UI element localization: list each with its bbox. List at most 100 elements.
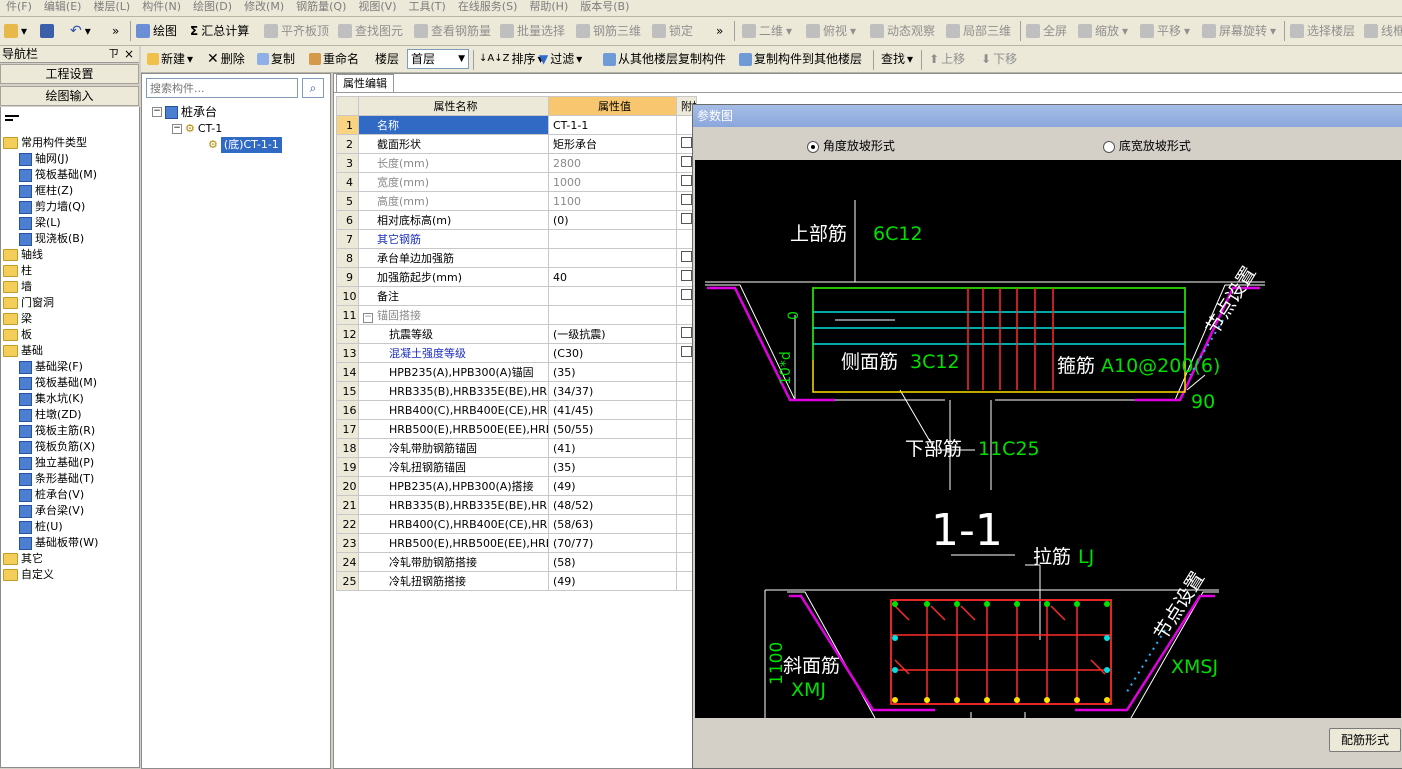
fullscreen-button[interactable]: 全屏 xyxy=(1026,21,1067,41)
toolbar-more[interactable]: » xyxy=(112,24,120,38)
rotate-screen-dropdown[interactable]: 屏幕旋转▾ xyxy=(1202,21,1276,41)
menu-item[interactable]: 编辑(E) xyxy=(43,0,82,13)
menu-item[interactable]: 钢筋量(Q) xyxy=(296,0,347,13)
property-value[interactable]: CT-1-1 xyxy=(548,115,677,135)
property-value[interactable]: (48/52) xyxy=(548,495,677,515)
nav-folder[interactable]: 板 xyxy=(3,327,32,343)
rebar-3d-button[interactable]: 钢筋三维 xyxy=(576,21,641,41)
property-value[interactable]: (50/55) xyxy=(548,419,677,439)
property-value[interactable]: 2800 xyxy=(548,153,677,173)
collapse-box-icon[interactable]: − xyxy=(363,312,373,323)
nav-folder[interactable]: 基础 xyxy=(3,343,43,359)
copy-button[interactable]: 复制 xyxy=(257,50,295,68)
property-value[interactable]: (35) xyxy=(548,457,677,477)
property-value[interactable]: (70/77) xyxy=(548,533,677,553)
nav-folder[interactable]: 门窗洞 xyxy=(3,295,54,311)
property-value[interactable]: 1100 xyxy=(548,191,677,211)
nav-folder[interactable]: 轴线 xyxy=(3,247,43,263)
property-value[interactable]: (0) xyxy=(548,210,677,230)
save-button[interactable] xyxy=(40,21,54,41)
property-value[interactable] xyxy=(548,248,677,268)
copy-to-floor-button[interactable]: 复制构件到其他楼层 xyxy=(739,50,862,68)
nav-folder[interactable]: 墙 xyxy=(3,279,32,295)
property-value[interactable] xyxy=(548,305,677,325)
menu-item[interactable]: 视图(V) xyxy=(358,0,397,13)
close-icon[interactable]: × xyxy=(124,47,135,61)
batch-select-button[interactable]: 批量选择 xyxy=(500,21,565,41)
nav-folder[interactable]: 其它 xyxy=(3,551,43,567)
view-2d-dropdown[interactable]: 二维▾ xyxy=(742,21,792,41)
search-input[interactable] xyxy=(146,78,298,98)
checkbox[interactable] xyxy=(681,346,692,357)
toolbar-more-2[interactable]: » xyxy=(716,24,724,38)
filter-button[interactable]: ▼过滤▾ xyxy=(539,52,583,66)
top-view-dropdown[interactable]: 俯视▾ xyxy=(806,21,856,41)
checkbox[interactable] xyxy=(681,289,692,300)
nav-folder[interactable]: 柱 xyxy=(3,263,32,279)
menu-item[interactable]: 楼层(L) xyxy=(93,0,131,13)
radio-angle-slope[interactable]: 角度放坡形式 xyxy=(807,137,895,154)
extra-checkbox-cell[interactable] xyxy=(676,248,697,268)
checkbox[interactable] xyxy=(681,251,692,262)
open-button[interactable]: ▾ xyxy=(4,21,27,41)
undo-button[interactable]: ↶▾ xyxy=(70,23,91,39)
checkbox[interactable] xyxy=(681,213,692,224)
radio-bottom-width-slope[interactable]: 底宽放坡形式 xyxy=(1103,137,1191,154)
menu-item[interactable]: 件(F) xyxy=(6,0,32,13)
property-value[interactable]: (41) xyxy=(548,438,677,458)
menu-item[interactable]: 工具(T) xyxy=(408,0,446,13)
property-value[interactable]: (41/45) xyxy=(548,400,677,420)
property-value[interactable]: (C30) xyxy=(548,343,677,363)
nav-component-item[interactable]: 筏板基础(M) xyxy=(19,167,97,183)
menu-item[interactable]: 在线服务(S) xyxy=(457,0,518,13)
property-value[interactable]: (35) xyxy=(548,362,677,382)
new-button[interactable]: 新建▾ xyxy=(147,50,193,68)
wireframe-button[interactable]: 线框 xyxy=(1364,21,1402,41)
rebar-form-button[interactable]: 配筋形式 xyxy=(1329,728,1401,752)
property-value[interactable]: 40 xyxy=(548,267,677,287)
menu-item[interactable]: 构件(N) xyxy=(142,0,181,13)
flat-slab-top-button[interactable]: 平齐板顶 xyxy=(264,21,329,41)
nav-component-item[interactable]: 桩承台(V) xyxy=(19,487,84,503)
property-value[interactable]: 1000 xyxy=(548,172,677,192)
tab-property-edit[interactable]: 属性编辑 xyxy=(336,74,394,93)
dynamic-view-button[interactable]: 动态观察 xyxy=(870,21,935,41)
checkbox[interactable] xyxy=(681,175,692,186)
checkbox[interactable] xyxy=(681,156,692,167)
property-value[interactable]: (58) xyxy=(548,552,677,572)
find-element-button[interactable]: 查找图元 xyxy=(338,21,403,41)
checkbox[interactable] xyxy=(681,194,692,205)
nav-component-item[interactable]: 现浇板(B) xyxy=(19,231,84,247)
tree-node-ct1[interactable]: − ⚙ CT-1 xyxy=(172,122,223,135)
project-settings-button[interactable]: 工程设置 xyxy=(0,64,139,84)
nav-component-item[interactable]: 基础梁(F) xyxy=(19,359,83,375)
copy-from-floor-button[interactable]: 从其他楼层复制构件 xyxy=(603,50,726,68)
draw-button[interactable]: 绘图 xyxy=(136,21,177,41)
nav-folder[interactable]: 自定义 xyxy=(3,567,54,583)
find-button[interactable]: 查找▾ xyxy=(881,52,914,66)
pan-dropdown[interactable]: 平移▾ xyxy=(1140,21,1190,41)
nav-component-item[interactable]: 柱墩(ZD) xyxy=(19,407,82,423)
view-rebar-button[interactable]: 查看钢筋量 xyxy=(414,21,491,41)
property-value[interactable] xyxy=(548,286,677,306)
nav-component-item[interactable]: 独立基础(P) xyxy=(19,455,94,471)
